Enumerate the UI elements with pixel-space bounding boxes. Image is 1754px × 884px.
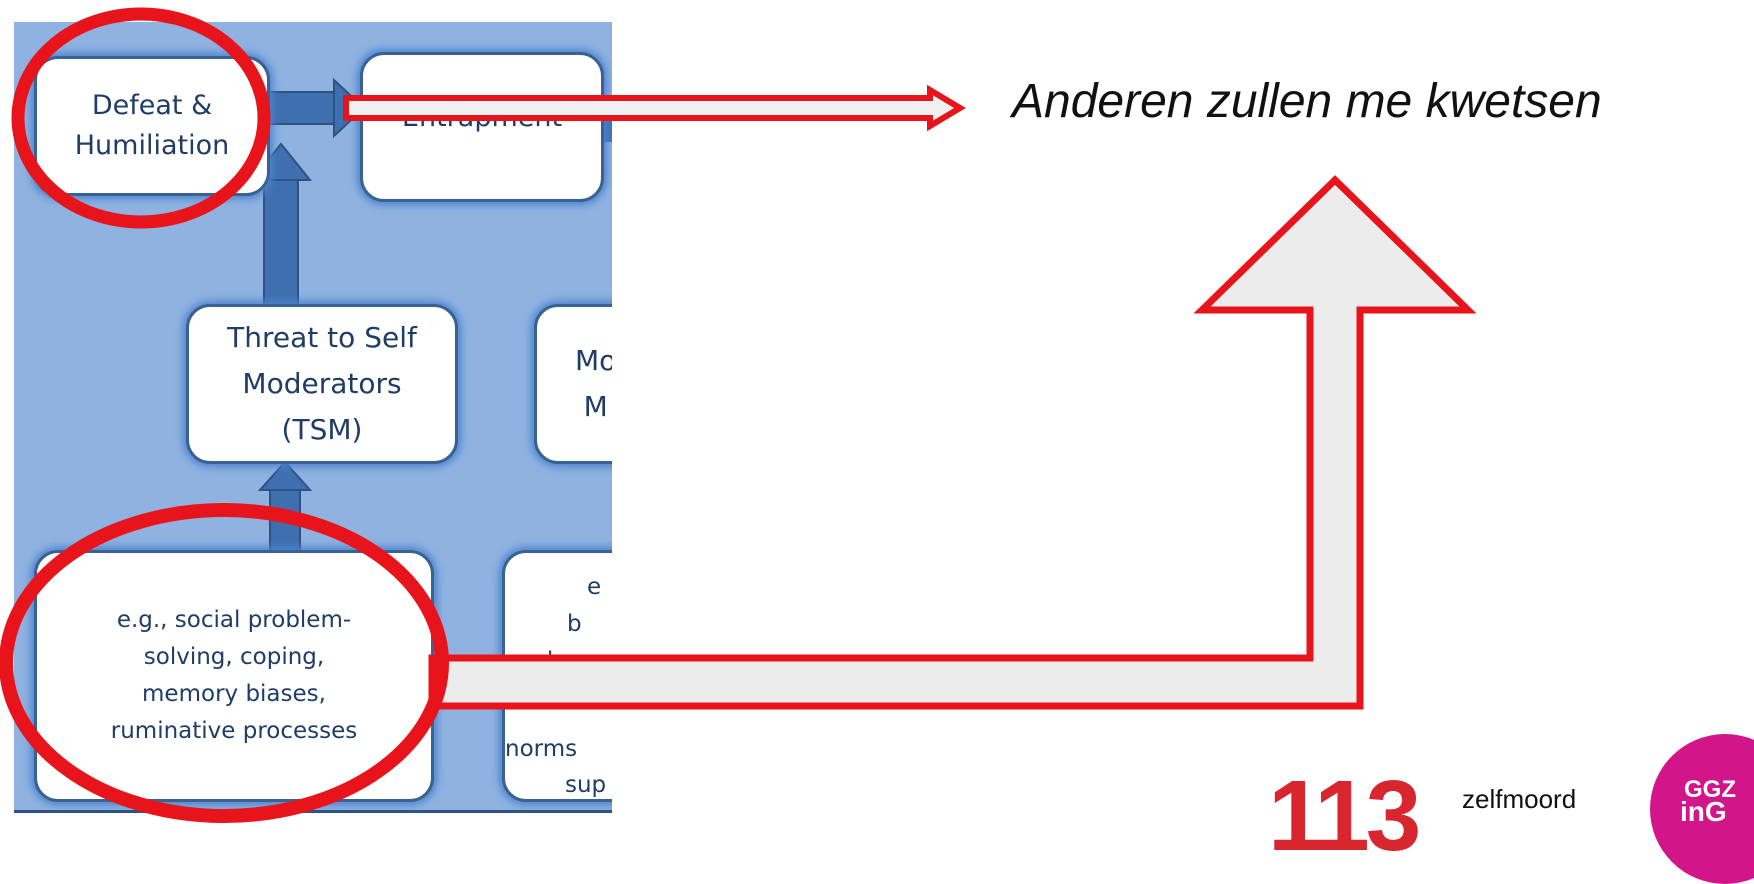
highlight-circle-defeat bbox=[11, 7, 271, 229]
box-defeat-label: Defeat & Humiliation bbox=[74, 90, 230, 161]
model-diagram-crop: Defeat & Humiliation Entrapment Threat t… bbox=[14, 22, 612, 813]
logo-ggz-text-2: inG bbox=[1680, 796, 1727, 827]
annotation-overlay bbox=[0, 7, 1477, 823]
box-tsm-examples: e.g., social problem- solving, coping, m… bbox=[34, 550, 434, 802]
box-e2-line: b bbox=[567, 611, 582, 637]
logo-113: 113 bbox=[1268, 760, 1421, 872]
box-e2-line: e bbox=[587, 574, 602, 600]
annotation-text: Anderen zullen me kwetsen bbox=[1012, 75, 1602, 128]
box-eg-label: e.g., social problem- solving, coping, m… bbox=[110, 607, 358, 744]
box-e2-line: sup bbox=[565, 772, 607, 798]
logo-113-word: zelfmoord bbox=[1462, 784, 1577, 814]
box-tsm-label: Threat to Self Moderators (TSM) bbox=[227, 321, 417, 446]
box-mm-label: Mo M bbox=[575, 344, 612, 423]
defeat-entrapment-arrow-shaft bbox=[258, 91, 340, 125]
box-threat-to-self-moderators: Threat to Self Moderators (TSM) bbox=[186, 304, 458, 464]
right-arrow-to-text bbox=[343, 84, 966, 132]
logo-ggz-text-1: GGZ bbox=[1684, 776, 1736, 803]
box-motivational-moderators-partial: Mo M bbox=[534, 304, 612, 464]
eg-up-arrow-head bbox=[257, 460, 313, 491]
box-defeat-humiliation: Defeat & Humiliation bbox=[34, 56, 270, 196]
highlight-circle-examples bbox=[0, 503, 449, 823]
bent-up-arrow bbox=[428, 175, 1477, 710]
box-e2-line: norms bbox=[505, 736, 578, 762]
